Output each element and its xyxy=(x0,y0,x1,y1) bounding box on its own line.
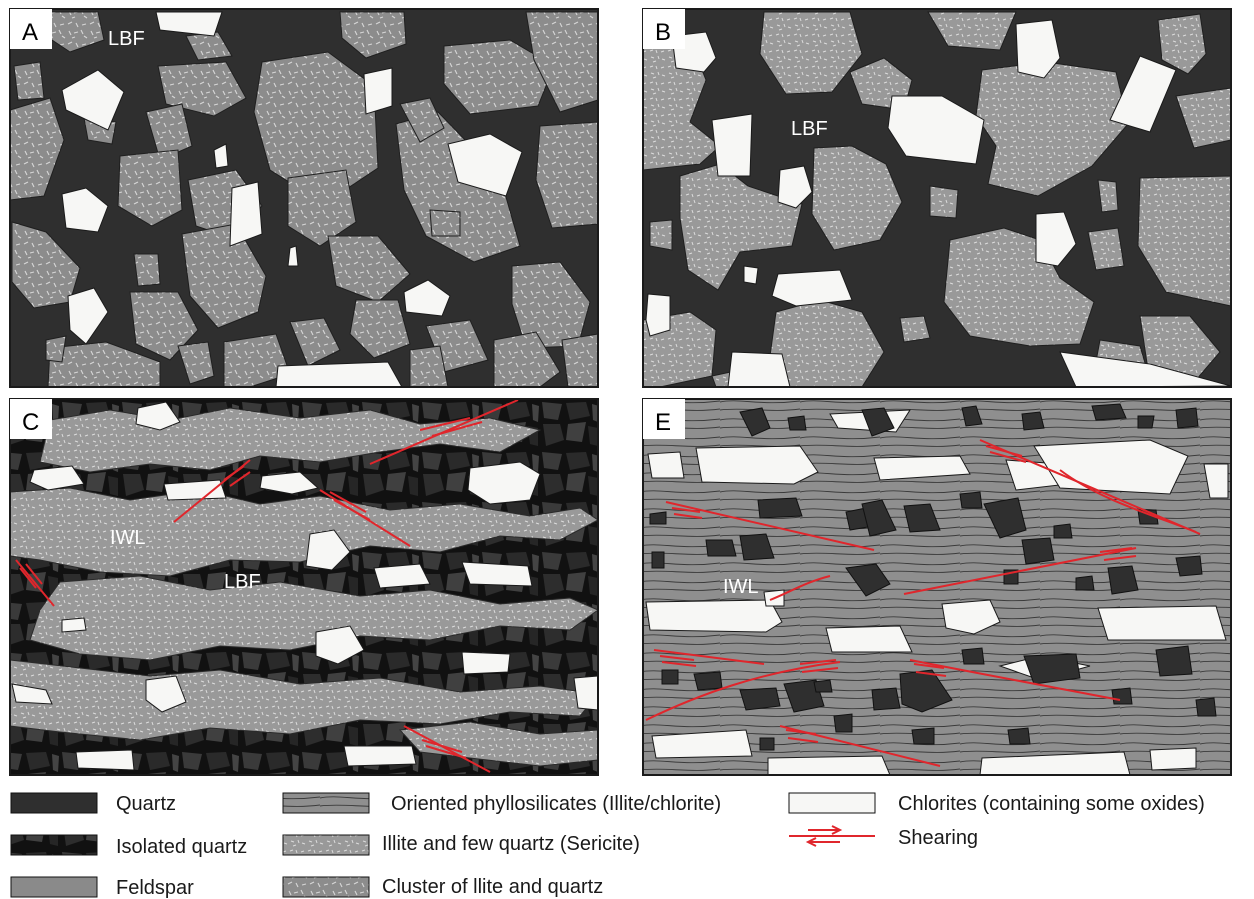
panel-c-chlorite-grains xyxy=(11,401,599,771)
panel-c-zone-label-iwl: IWL xyxy=(110,527,146,549)
panel-b-chlorite-grains xyxy=(645,19,1232,388)
panel-b-sericite-clusters xyxy=(642,11,1232,388)
panel-c-letter: C xyxy=(22,409,39,436)
panel-a-chlorite-grains xyxy=(61,11,523,388)
panel-e-zone-label: IWL xyxy=(723,576,759,598)
legend-swatch-oriented-phyllosilicates xyxy=(282,792,370,814)
legend-label-feldspar: Feldspar xyxy=(116,877,194,899)
panel-c-shear-markers xyxy=(15,399,519,773)
legend-swatch-cluster xyxy=(282,876,370,898)
panel-a-feldspar-grains xyxy=(9,11,599,388)
panel-e: E IWL xyxy=(642,398,1232,776)
legend-swatch-feldspar xyxy=(10,876,98,898)
legend-swatch-chlorites xyxy=(788,792,876,814)
panel-c: C IWL LBF xyxy=(9,398,600,776)
legend-label-isolated-quartz: Isolated quartz xyxy=(116,836,247,858)
panel-e-frame xyxy=(642,398,1232,776)
panel-e-quartz-fragments xyxy=(649,403,1217,751)
panel-e-letter-box xyxy=(643,399,685,439)
panel-a: A LBF xyxy=(9,8,599,388)
legend-swatch-shearing xyxy=(789,825,875,847)
legend-swatch-isolated-quartz xyxy=(10,834,98,856)
panel-c-zone-label-lbf: LBF xyxy=(224,571,261,593)
legend-label-oriented-phyllosilicates: Oriented phyllosilicates (Illite/chlorit… xyxy=(391,793,721,815)
legend-swatch-quartz xyxy=(10,792,98,814)
legend-label-shearing: Shearing xyxy=(898,827,978,849)
panel-e-letter: E xyxy=(655,409,671,436)
panel-b: B LBF xyxy=(642,8,1232,388)
legend-swatch-illite-sericite xyxy=(282,834,370,856)
panel-b-letter-box xyxy=(643,9,685,49)
panel-e-shear-markers xyxy=(645,439,1201,767)
panel-a-letter-box xyxy=(10,9,52,49)
panel-b-zone-label: LBF xyxy=(791,118,828,140)
panel-b-letter: B xyxy=(655,19,671,46)
legend: Quartz Isolated quartz Feldspar Oriented… xyxy=(10,792,1205,899)
panel-a-frame xyxy=(9,8,599,388)
panel-a-letter: A xyxy=(22,19,38,46)
panel-b-frame xyxy=(642,8,1232,388)
legend-label-illite-sericite: Illite and few quartz (Sericite) xyxy=(382,833,640,855)
panel-c-letter-box xyxy=(10,399,52,439)
legend-label-cluster: Cluster of llite and quartz xyxy=(382,876,603,898)
panel-e-chlorite-lenses xyxy=(645,409,1229,776)
panel-c-frame xyxy=(9,398,599,776)
panel-a-zone-label: LBF xyxy=(108,28,145,50)
legend-label-quartz: Quartz xyxy=(116,793,176,815)
legend-label-chlorites: Chlorites (containing some oxides) xyxy=(898,793,1205,815)
